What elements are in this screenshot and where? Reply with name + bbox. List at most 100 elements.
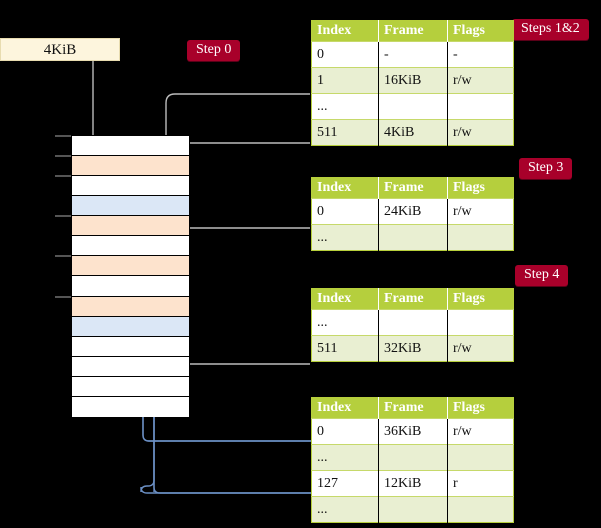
column-header-flags: Flags [447, 288, 514, 310]
cell-frame [378, 496, 448, 523]
table-header-row: Index Frame Flags [311, 397, 514, 419]
memory-frame-row [72, 356, 189, 377]
table-row[interactable]: 0 36KiB r/w [311, 418, 514, 445]
badge-step-0-label: Step 0 [196, 42, 232, 57]
column-header-flags: Flags [447, 397, 514, 419]
memory-frame-row [72, 396, 189, 417]
table-row[interactable]: ... [311, 309, 514, 336]
cell-index: 1 [311, 67, 379, 94]
cell-flags [447, 93, 514, 120]
memory-tick [55, 296, 71, 298]
memory-frame-row [72, 236, 189, 257]
table-row[interactable]: 1 16KiB r/w [311, 67, 514, 94]
badge-steps-1-2: Steps 1&2 [512, 19, 589, 40]
cell-index-text: 511 [317, 124, 338, 140]
cell-flags [447, 496, 514, 523]
memory-frame-row [72, 376, 189, 397]
column-header-flags: Flags [447, 177, 514, 199]
cell-flags: r [447, 470, 514, 497]
cell-frame: 36KiB [378, 418, 448, 445]
column-header-index: Index [311, 288, 379, 310]
cell-frame [378, 444, 448, 471]
table-row-highlighted[interactable]: 511 4KiB r/w [311, 119, 514, 146]
column-header-frame: Frame [378, 397, 448, 419]
cell-flags: r/w [447, 198, 514, 225]
column-header-frame: Frame [378, 20, 448, 42]
table-row[interactable]: ... [311, 93, 514, 120]
memory-frame-row [72, 176, 189, 197]
column-header-flags: Flags [447, 20, 514, 42]
cell-flags [447, 309, 514, 336]
memory-frame-row [72, 196, 189, 217]
cell-frame-text: 4KiB [384, 124, 415, 140]
table-header-row: Index Frame Flags [311, 20, 514, 42]
cell-frame: 16KiB [378, 67, 448, 94]
memory-tick [55, 135, 71, 137]
column-header-frame: Frame [378, 177, 448, 199]
memory-frame-row [72, 296, 189, 317]
memory-tick [55, 255, 71, 257]
table-row[interactable]: ... [311, 496, 514, 523]
cell-index: 0 [311, 41, 379, 68]
memory-frame-row [72, 256, 189, 277]
cell-frame: 24KiB [378, 198, 448, 225]
column-header-index: Index [311, 397, 379, 419]
column-header-index: Index [311, 20, 379, 42]
badge-step-3: Step 3 [519, 158, 573, 179]
cell-flags: r/w [447, 67, 514, 94]
cell-index: ... [311, 309, 379, 336]
memory-tick [55, 175, 71, 177]
cell-flags: r/w [447, 119, 514, 146]
badge-steps-1-2-label: Steps 1&2 [521, 21, 580, 36]
page-box-label: 4KiB [43, 42, 77, 58]
table-row[interactable]: 0 24KiB r/w [311, 198, 514, 225]
memory-frame-row [72, 276, 189, 297]
cell-index: ... [311, 444, 379, 471]
cell-flags-text: r/w [453, 124, 472, 140]
cell-index: ... [311, 496, 379, 523]
cell-flags: - [447, 41, 514, 68]
cell-index: ... [311, 224, 379, 251]
badge-step-0: Step 0 [187, 40, 241, 61]
badge-step-4-label: Step 4 [524, 267, 560, 282]
cell-frame [378, 224, 448, 251]
cell-frame: 12KiB [378, 470, 448, 497]
table-header-row: Index Frame Flags [311, 177, 514, 199]
cell-index: ... [311, 93, 379, 120]
badge-step-3-label: Step 3 [528, 160, 564, 175]
page-table-level-2: Index Frame Flags ... 511 32KiB r/w [311, 288, 514, 362]
table-row[interactable]: 511 32KiB r/w [311, 335, 514, 362]
cell-frame: 32KiB [378, 335, 448, 362]
memory-tick [55, 155, 71, 157]
table-row[interactable]: ... [311, 224, 514, 251]
memory-frame-row [72, 336, 189, 357]
cell-flags: r/w [447, 418, 514, 445]
table-row[interactable]: 127 12KiB r [311, 470, 514, 497]
page-table-level-4: Index Frame Flags 0 - - 1 16KiB r/w ... … [311, 20, 514, 146]
cell-index: 511 [311, 335, 379, 362]
cell-flags [447, 444, 514, 471]
table-row[interactable]: 0 - - [311, 41, 514, 68]
memory-frame-row [72, 156, 189, 177]
memory-frame-row [72, 216, 189, 237]
cell-index: 127 [311, 470, 379, 497]
cell-frame [378, 93, 448, 120]
cell-frame [378, 309, 448, 336]
page-table-level-3: Index Frame Flags 0 24KiB r/w ... [311, 177, 514, 251]
column-header-frame: Frame [378, 288, 448, 310]
table-row[interactable]: ... [311, 444, 514, 471]
physical-memory-column [71, 135, 190, 417]
badge-step-4: Step 4 [515, 265, 569, 286]
memory-tick [55, 215, 71, 217]
cell-flags [447, 224, 514, 251]
cell-frame: - [378, 41, 448, 68]
cell-flags: r/w [447, 335, 514, 362]
table-header-row: Index Frame Flags [311, 288, 514, 310]
memory-frame-row [72, 316, 189, 337]
cell-frame: 4KiB [378, 119, 448, 146]
memory-frame-row [72, 136, 189, 157]
cell-index: 0 [311, 418, 379, 445]
cell-index: 511 [311, 119, 379, 146]
page-table-level-1: Index Frame Flags 0 36KiB r/w ... 127 12… [311, 397, 514, 523]
